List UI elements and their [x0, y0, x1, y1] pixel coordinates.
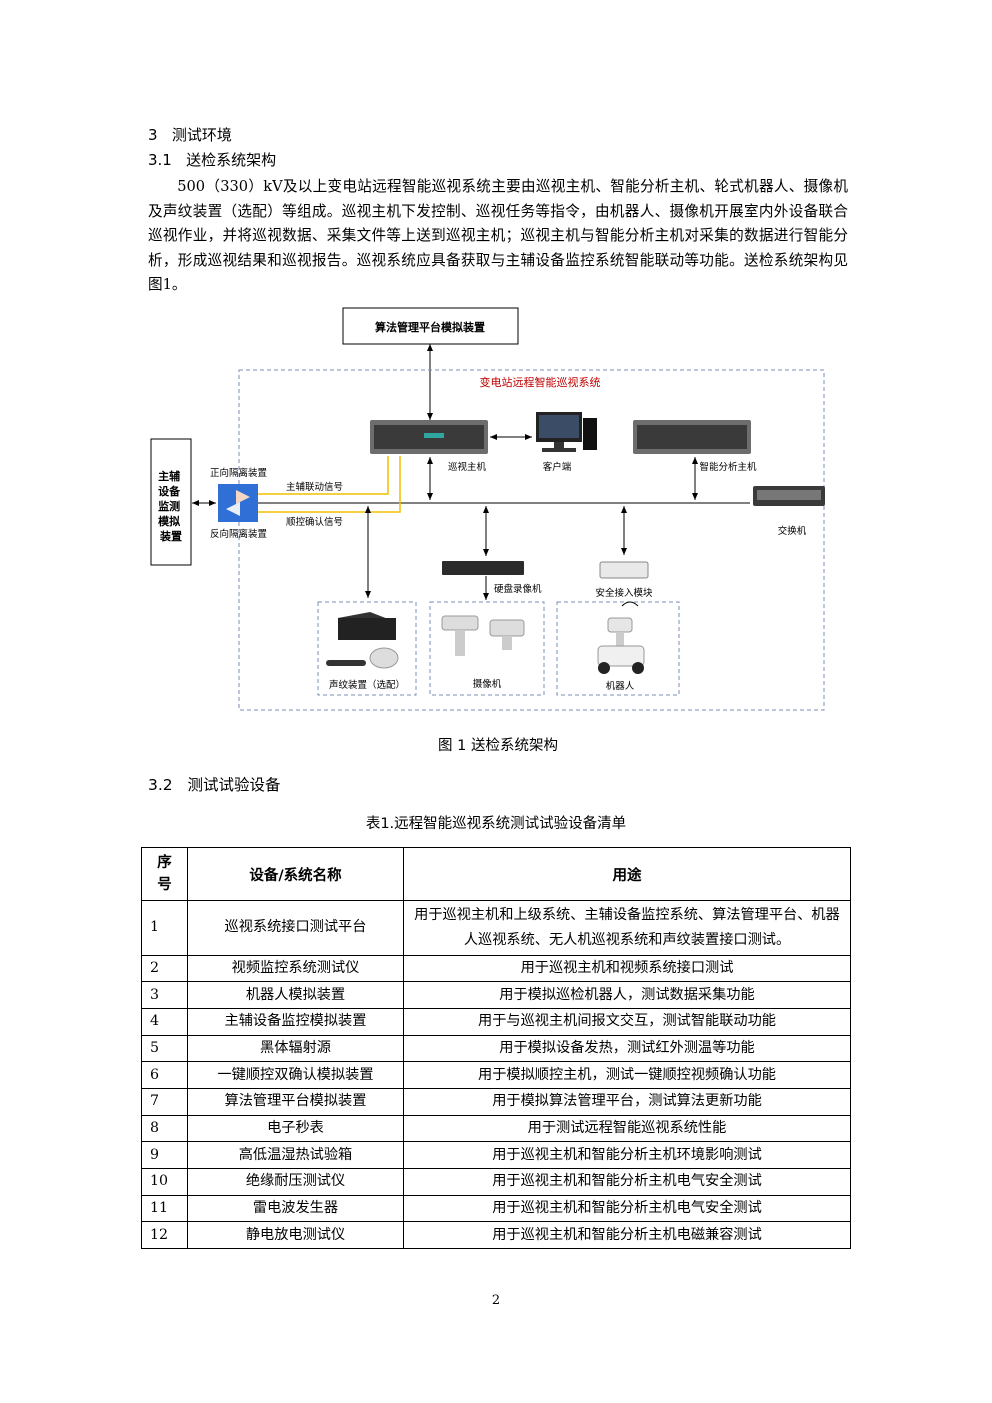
table-row: 3 机器人模拟装置 用于模拟巡检机器人，测试数据采集功能 [141, 981, 851, 1009]
cell-usage: 用于巡视主机和智能分析主机电磁兼容测试 [403, 1221, 851, 1250]
cell-name: 黑体辐射源 [187, 1034, 404, 1063]
cell-usage: 用于巡视主机和视频系统接口测试 [403, 954, 851, 983]
cell-usage: 用于模拟算法管理平台，测试算法更新功能 [403, 1088, 851, 1116]
cell-usage: 用于模拟顺控主机，测试一键顺控视频确认功能 [403, 1061, 851, 1090]
cell-index: 5 [141, 1034, 188, 1063]
algo-box [342, 307, 519, 345]
table-row: 8 电子秒表 用于测试远程智能巡视系统性能 [141, 1114, 851, 1143]
table-row: 2 视频监控系统测试仪 用于巡视主机和视频系统接口测试 [141, 954, 851, 983]
figure-caption: 图 1 送检系统架构 [438, 738, 558, 754]
network-switch [753, 486, 825, 506]
cell-name: 巡视系统接口测试平台 [187, 900, 404, 956]
cell-index: 11 [141, 1194, 188, 1223]
cell-index: 12 [141, 1221, 188, 1250]
reverse-iso-label: 反向隔离装置 [210, 528, 267, 540]
client-label: 客户端 [543, 461, 572, 473]
access-module-label: 安全接入模块 [595, 587, 653, 599]
cell-index: 1 [141, 900, 188, 956]
camera-box [429, 601, 545, 696]
system-title: 变电站远程智能巡视系统 [480, 375, 601, 389]
table-row: 4 主辅设备监控模拟装置 用于与巡视主机间报文交互，测试智能联动功能 [141, 1007, 851, 1036]
table-row: 12 静电放电测试仪 用于巡视主机和智能分析主机电磁兼容测试 [141, 1221, 851, 1250]
signal-line-2 [258, 456, 401, 513]
cell-usage: 用于与巡视主机间报文交互，测试智能联动功能 [403, 1007, 851, 1036]
table-row: 10 绝缘耐压测试仪 用于巡视主机和智能分析主机电气安全测试 [141, 1168, 851, 1196]
cell-index: 6 [141, 1061, 188, 1090]
cell-index: 2 [141, 954, 188, 983]
client-pc [536, 412, 597, 452]
cell-name: 绝缘耐压测试仪 [187, 1168, 404, 1196]
cell-index: 4 [141, 1007, 188, 1036]
nvr-device [442, 561, 524, 575]
robot-device [597, 601, 645, 674]
cell-name: 一键顺控双确认模拟装置 [187, 1061, 404, 1090]
aux-monitor-box [150, 438, 192, 566]
cell-usage: 用于模拟巡检机器人，测试数据采集功能 [403, 981, 851, 1009]
cell-name: 高低温湿热试验箱 [187, 1141, 404, 1170]
cell-name: 机器人模拟装置 [187, 981, 404, 1009]
cell-index: 8 [141, 1114, 188, 1143]
cell-name: 视频监控系统测试仪 [187, 954, 404, 983]
camera-device [441, 615, 525, 656]
robot-box [556, 601, 680, 696]
cell-name: 算法管理平台模拟装置 [187, 1088, 404, 1116]
header-usage: 用途 [403, 847, 851, 901]
aux-monitor-label: 主辅 设备 监测 模拟 装置 [158, 469, 184, 543]
analysis-host-label: 智能分析主机 [699, 461, 757, 473]
switch-label: 交换机 [778, 525, 807, 537]
nvr-label: 硬盘录像机 [494, 583, 542, 595]
signal2-label: 顺控确认信号 [286, 516, 343, 528]
patrol-host-label: 巡视主机 [448, 461, 487, 473]
table-caption: 表1.远程智能巡视系统测试试验设备清单 [365, 816, 627, 832]
acoustic-box [317, 601, 417, 696]
section-heading: 3 测试环境 [148, 126, 232, 144]
cell-usage: 用于巡视主机和智能分析主机电气安全测试 [403, 1168, 851, 1196]
cell-index: 9 [141, 1141, 188, 1170]
table-row: 6 一键顺控双确认模拟装置 用于模拟顺控主机，测试一键顺控视频确认功能 [141, 1061, 851, 1090]
signal1-label: 主辅联动信号 [286, 481, 343, 493]
table-row: 11 雷电波发生器 用于巡视主机和智能分析主机电气安全测试 [141, 1194, 851, 1223]
cell-usage: 用于测试远程智能巡视系统性能 [403, 1114, 851, 1143]
cell-usage: 用于巡视主机和智能分析主机环境影响测试 [403, 1141, 851, 1170]
isolation-device [218, 484, 258, 522]
subsection-heading-3-2: 3.2 测试试验设备 [148, 776, 281, 794]
header-name: 设备/系统名称 [187, 847, 404, 901]
table-row: 5 黑体辐射源 用于模拟设备发热，测试红外测温等功能 [141, 1034, 851, 1063]
cell-name: 静电放电测试仪 [187, 1221, 404, 1250]
camera-label: 摄像机 [473, 678, 502, 690]
algo-box-label: 算法管理平台模拟装置 [374, 320, 485, 334]
access-module-device [599, 561, 649, 579]
cell-name: 雷电波发生器 [187, 1194, 404, 1223]
acoustic-device [326, 612, 399, 669]
analysis-host-server [633, 420, 751, 454]
header-index: 序号 [141, 847, 188, 901]
architecture-diagram: 算法管理平台模拟装置 变电站远程智能巡视系统 巡视主机 客户端 智能分析主机 [150, 307, 825, 711]
cell-index: 10 [141, 1168, 188, 1196]
intro-paragraph: 500（330）kV及以上变电站远程智能巡视系统主要由巡视主机、智能分析主机、轮… [148, 178, 848, 294]
cell-index: 7 [141, 1088, 188, 1116]
system-boundary [238, 369, 825, 711]
robot-label: 机器人 [606, 680, 635, 692]
cell-usage: 用于巡视主机和上级系统、主辅设备监控系统、算法管理平台、机器人巡视系统、无人机巡… [403, 900, 851, 956]
patrol-host-server [370, 420, 488, 454]
page-number: 2 [491, 1293, 501, 1308]
table-row: 9 高低温湿热试验箱 用于巡视主机和智能分析主机环境影响测试 [141, 1141, 851, 1170]
cell-name: 主辅设备监控模拟装置 [187, 1007, 404, 1036]
cell-usage: 用于巡视主机和智能分析主机电气安全测试 [403, 1194, 851, 1223]
subsection-heading-3-1: 3.1 送检系统架构 [148, 151, 277, 169]
table-row: 1 巡视系统接口测试平台 用于巡视主机和上级系统、主辅设备监控系统、算法管理平台… [141, 900, 851, 956]
table-header-row: 序号 设备/系统名称 用途 [141, 847, 851, 901]
table-row: 7 算法管理平台模拟装置 用于模拟算法管理平台，测试算法更新功能 [141, 1088, 851, 1116]
forward-iso-label: 正向隔离装置 [210, 467, 267, 479]
acoustic-label: 声纹装置（选配） [329, 679, 405, 691]
cell-index: 3 [141, 981, 188, 1009]
signal-line-1 [258, 456, 389, 495]
cell-name: 电子秒表 [187, 1114, 404, 1143]
equipment-table: 序号 设备/系统名称 用途 1 巡视系统接口测试平台 用于巡视主机和上级系统、主… [141, 847, 851, 1250]
cell-usage: 用于模拟设备发热，测试红外测温等功能 [403, 1034, 851, 1063]
